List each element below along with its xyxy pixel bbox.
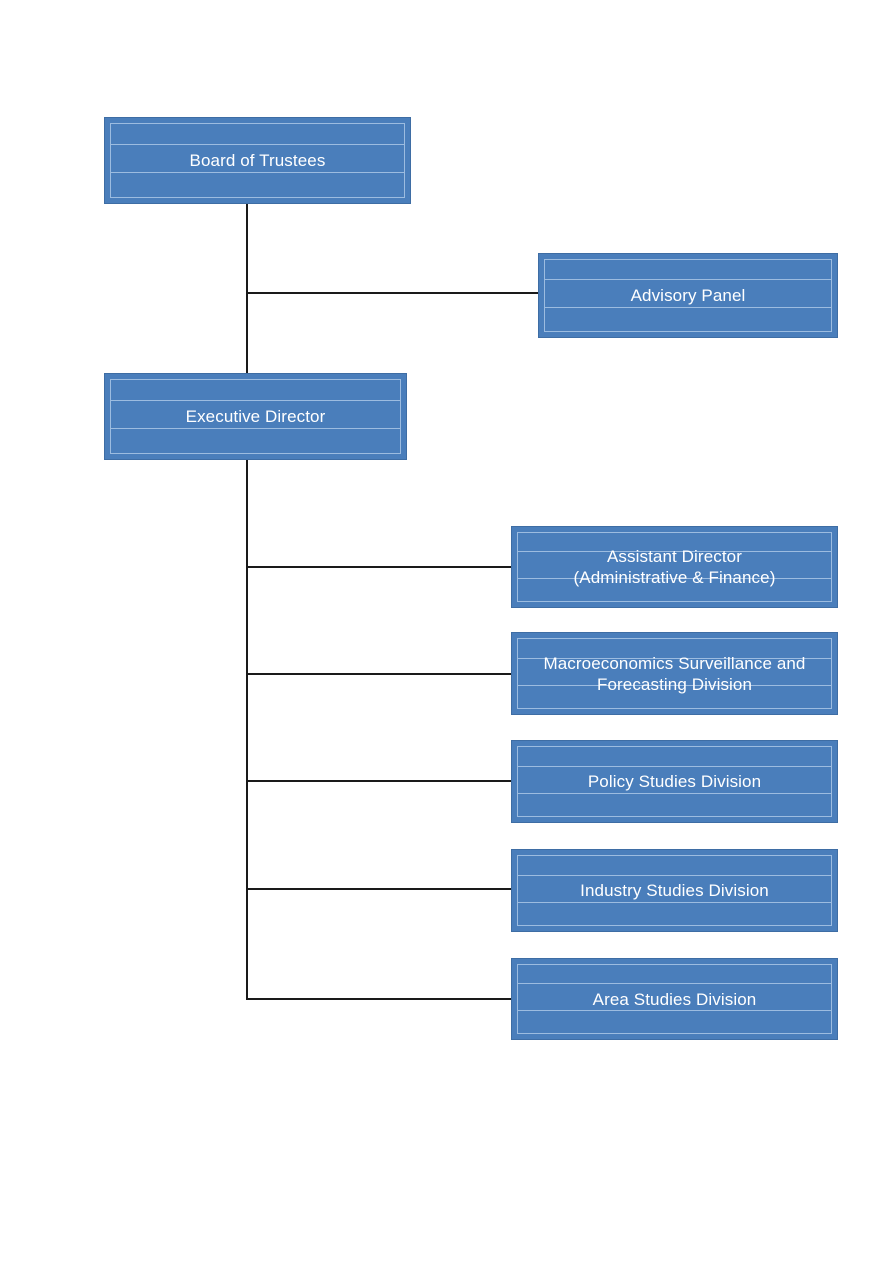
connector-executive-trunk <box>246 460 248 1000</box>
connector-board-to-executive-trunk <box>246 204 248 373</box>
node-macroeconomics-division[interactable]: Macroeconomics Surveillance and Forecast… <box>511 632 838 715</box>
node-label: Policy Studies Division <box>587 772 762 791</box>
node-label: Advisory Panel <box>630 286 746 305</box>
node-label: Industry Studies Division <box>580 881 769 900</box>
node-label: Executive Director <box>185 407 326 426</box>
connector-board-to-advisory <box>246 292 539 294</box>
node-industry-studies-division[interactable]: Industry Studies Division <box>511 849 838 932</box>
node-board-of-trustees[interactable]: Board of Trustees <box>104 117 411 204</box>
node-label: Macroeconomics Surveillance and Forecast… <box>543 653 806 694</box>
connector-executive-to-area <box>246 998 512 1000</box>
node-area-studies-division[interactable]: Area Studies Division <box>511 958 838 1040</box>
node-label: Board of Trustees <box>189 151 326 170</box>
node-advisory-panel[interactable]: Advisory Panel <box>538 253 838 338</box>
node-label: Assistant Director (Administrative & Fin… <box>573 547 776 587</box>
connector-executive-to-assistant <box>246 566 512 568</box>
node-assistant-director[interactable]: Assistant Director (Administrative & Fin… <box>511 526 838 608</box>
connector-executive-to-industry <box>246 888 512 890</box>
node-label: Area Studies Division <box>592 989 757 1009</box>
connector-executive-to-macro <box>246 673 512 675</box>
node-executive-director[interactable]: Executive Director <box>104 373 407 460</box>
connector-executive-to-policy <box>246 780 512 782</box>
node-policy-studies-division[interactable]: Policy Studies Division <box>511 740 838 823</box>
